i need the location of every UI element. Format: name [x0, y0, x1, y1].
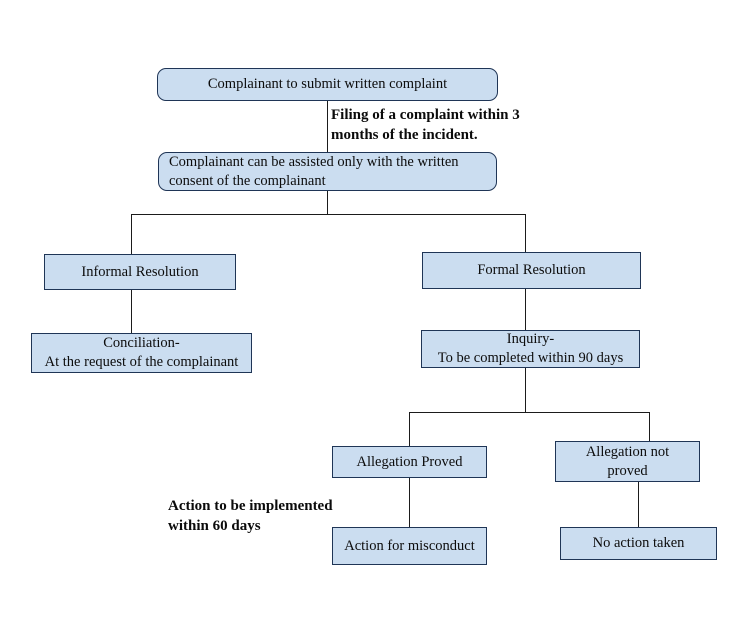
- node-allegation-not-proved[interactable]: Allegation not proved: [555, 441, 700, 482]
- node-label: Formal Resolution: [477, 262, 586, 279]
- node-informal-resolution[interactable]: Informal Resolution: [44, 254, 236, 290]
- node-label: Complainant can be assisted only with th…: [169, 153, 459, 189]
- connector-branch-right-allegation-not-proved: [649, 412, 651, 441]
- node-conciliation[interactable]: Conciliation- At the request of the comp…: [31, 333, 252, 373]
- connector-branch-left-allegation-proved: [409, 412, 411, 446]
- connector-proved-to-action: [409, 478, 411, 527]
- connector-branch-bar-resolution: [131, 214, 526, 216]
- node-assisted-consent[interactable]: Complainant can be assisted only with th…: [158, 152, 497, 191]
- node-action-for-misconduct[interactable]: Action for misconduct: [332, 527, 487, 565]
- connector-inquiry-stem: [525, 368, 527, 413]
- connector-submit-to-assisted: [327, 100, 329, 152]
- node-label: Conciliation- At the request of the comp…: [44, 335, 239, 370]
- annotation-filing-deadline: Filing of a complaint within 3 months of…: [331, 107, 520, 143]
- node-label: Inquiry- To be completed within 90 days: [437, 331, 624, 366]
- connector-branch-right-formal: [525, 214, 527, 252]
- node-label: Action for misconduct: [344, 537, 475, 554]
- connector-branch-bar-allegation: [409, 412, 650, 414]
- connector-branch-left-informal: [131, 214, 133, 254]
- node-inquiry[interactable]: Inquiry- To be completed within 90 days: [421, 330, 640, 368]
- node-label: Allegation not proved: [585, 443, 670, 479]
- connector-formal-to-inquiry: [525, 289, 527, 330]
- node-label: Complainant to submit written complaint: [207, 76, 448, 93]
- node-label: Allegation Proved: [356, 453, 463, 470]
- node-label: Informal Resolution: [81, 263, 199, 280]
- node-allegation-proved[interactable]: Allegation Proved: [332, 446, 487, 478]
- node-formal-resolution[interactable]: Formal Resolution: [422, 252, 641, 289]
- connector-assisted-stem: [327, 190, 329, 215]
- connector-informal-to-conciliation: [131, 290, 133, 333]
- annotation-action-deadline: Action to be implemented within 60 days: [168, 498, 333, 534]
- node-no-action-taken[interactable]: No action taken: [560, 527, 717, 560]
- node-submit-complaint[interactable]: Complainant to submit written complaint: [157, 68, 498, 101]
- node-label: No action taken: [592, 535, 685, 552]
- connector-not-proved-to-no-action: [638, 482, 640, 527]
